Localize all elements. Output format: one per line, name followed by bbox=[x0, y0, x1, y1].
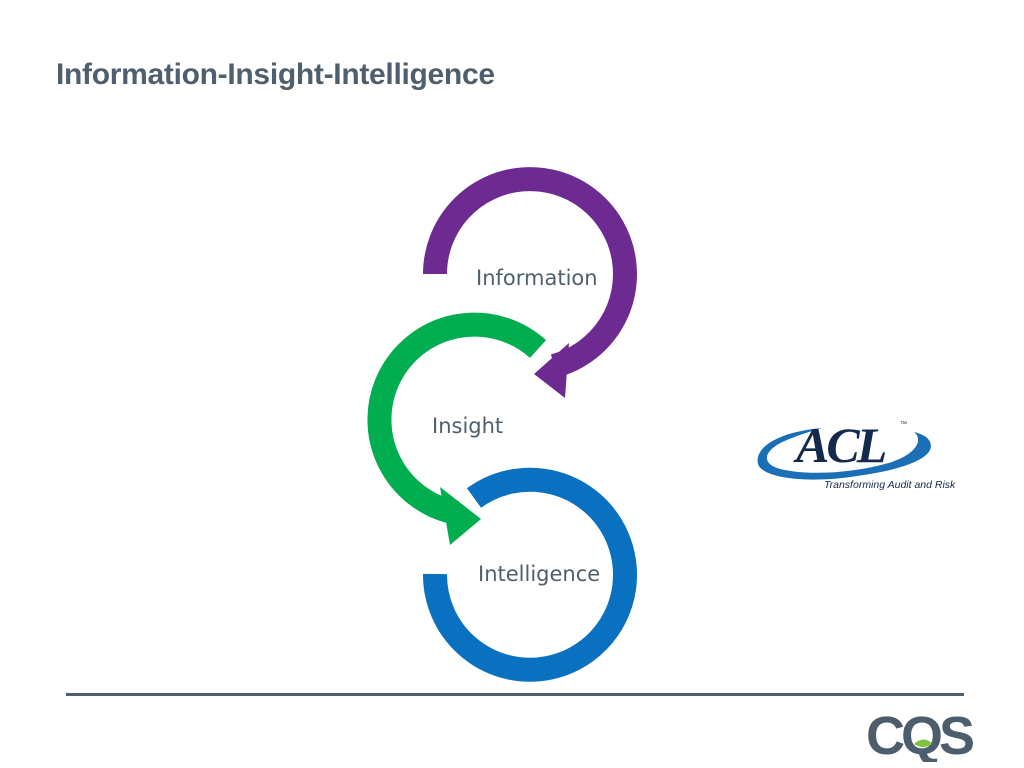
footer-divider bbox=[66, 693, 964, 696]
slide-title: Information-Insight-Intelligence bbox=[56, 58, 495, 91]
acl-wordmark: ACL bbox=[793, 417, 886, 473]
insight-arc bbox=[367, 312, 547, 525]
cqs-logo: CQS bbox=[866, 706, 977, 762]
information-arrowhead bbox=[534, 343, 569, 398]
cqs-leaf-icon bbox=[914, 739, 932, 747]
acl-trademark: ™ bbox=[900, 421, 907, 428]
cqs-wordmark: CQS bbox=[866, 706, 973, 762]
information-arc bbox=[423, 167, 637, 378]
insight-label: Insight bbox=[432, 414, 503, 438]
acl-tagline: Transforming Audit and Risk bbox=[824, 479, 956, 491]
intelligence-arc bbox=[422, 467, 637, 682]
acl-logo: ACL ™ Transforming Audit and Risk bbox=[757, 417, 956, 491]
intelligence-label: Intelligence bbox=[478, 562, 600, 586]
information-label: Information bbox=[476, 266, 598, 290]
acl-swoosh-icon bbox=[757, 428, 931, 480]
insight-arrowhead bbox=[440, 487, 481, 545]
